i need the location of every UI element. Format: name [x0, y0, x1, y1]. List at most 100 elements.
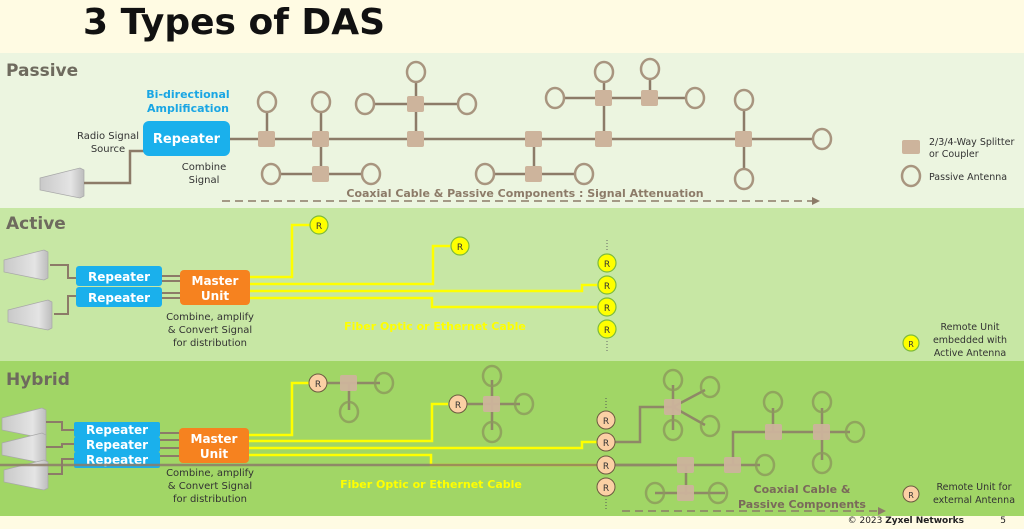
hybrid-splitters	[340, 375, 830, 501]
antenna-icon	[474, 162, 496, 186]
hybrid-repeater-3: Repeater	[86, 453, 148, 467]
copyright-prefix: © 2023	[847, 516, 886, 526]
hybrid-cable-label: Fiber Optic or Ethernet Cable	[340, 478, 522, 491]
active-antenna-2-icon	[7, 299, 53, 331]
passive-antennas	[256, 57, 833, 191]
antenna-icon	[456, 92, 478, 116]
legend-splitter-icon	[902, 140, 920, 154]
diagram-text: R	[455, 401, 461, 411]
passive-section-label: Passive	[6, 61, 79, 81]
antenna-icon	[513, 392, 535, 416]
combine-label-2: Signal	[189, 175, 220, 186]
cable-line	[46, 443, 76, 448]
cable-line	[46, 421, 76, 431]
diagram-text: R	[603, 484, 609, 494]
node-box	[677, 485, 694, 501]
active-cable-label: Fiber Optic or Ethernet Cable	[344, 320, 526, 333]
active-antenna-1-icon	[3, 249, 49, 281]
active-remote-units: R R R R R R	[309, 215, 617, 339]
cable-line	[50, 264, 78, 279]
antenna-icon	[338, 400, 360, 424]
hybrid-master-line-1: Master	[191, 432, 238, 446]
legend-splitter-label-2: or Coupler	[929, 149, 979, 160]
node-box	[664, 399, 681, 415]
hybrid-coax-label-1: Coaxial Cable &	[754, 483, 851, 496]
active-diagram: Repeater Repeater Master Unit Combine, a…	[3, 215, 1007, 359]
node-box	[76, 287, 162, 307]
antenna-icon	[544, 86, 566, 110]
antenna-icon	[639, 57, 661, 81]
active-desc-3: for distribution	[173, 338, 247, 349]
hybrid-desc-3: for distribution	[173, 494, 247, 505]
hybrid-fiber-lines	[249, 381, 597, 467]
node-box	[483, 396, 500, 412]
antenna-icon	[684, 86, 706, 110]
antenna-icon	[707, 481, 729, 505]
hybrid-desc-2: & Convert Signal	[168, 481, 252, 492]
hybrid-diagram: Repeater Repeater Repeater Master Unit C…	[0, 364, 1015, 515]
node-box	[180, 270, 250, 305]
passive-repeater-box	[143, 121, 230, 156]
antenna-icon	[405, 60, 427, 84]
remote-unit-icon	[596, 410, 616, 430]
node-box	[407, 131, 424, 147]
hybrid-repeater-2: Repeater	[86, 438, 148, 452]
active-section-label: Active	[6, 214, 66, 234]
node-box	[407, 96, 424, 112]
source-label-2: Source	[91, 144, 125, 155]
node-box	[677, 457, 694, 473]
antenna-icon	[762, 390, 784, 414]
diagram-text: R	[604, 304, 610, 314]
antenna-icon	[373, 371, 395, 395]
cable-line	[731, 430, 822, 465]
remote-unit-icon	[596, 477, 616, 497]
hybrid-repeater-1: Repeater	[86, 423, 148, 437]
active-repeater-1: Repeater	[88, 270, 150, 284]
legend-hybrid-line-2: external Antenna	[933, 495, 1015, 506]
source-antenna-icon	[39, 167, 85, 199]
cable-line	[249, 453, 597, 467]
hybrid-antennas	[338, 364, 866, 505]
cable-line	[249, 440, 597, 450]
antenna-icon	[260, 162, 282, 186]
antenna-icon	[573, 162, 595, 186]
antenna-icon	[644, 481, 666, 505]
arrowhead	[812, 197, 820, 205]
node-box	[525, 131, 542, 147]
cable-line	[84, 149, 145, 185]
antenna-icon	[360, 162, 382, 186]
active-section	[0, 208, 1024, 361]
cable-line	[249, 381, 309, 437]
cable-line	[249, 402, 448, 443]
combine-label-1: Combine	[182, 162, 226, 173]
cable-line	[54, 295, 78, 315]
amp-label-2: Amplification	[147, 102, 229, 115]
diagram-text: R	[457, 243, 463, 253]
page-title: 3 Types of DAS	[83, 2, 386, 43]
antenna-icon	[699, 414, 721, 438]
antenna-icon	[811, 127, 833, 151]
active-repeater-2: Repeater	[88, 291, 150, 305]
node-box	[312, 166, 329, 182]
antenna-icon	[733, 88, 755, 112]
antenna-icon	[754, 453, 776, 477]
hybrid-section-label: Hybrid	[6, 370, 70, 390]
antenna-icon	[844, 420, 866, 444]
node-box	[179, 428, 249, 463]
hybrid-desc-1: Combine, amplify	[166, 468, 254, 479]
diagram-text: R	[908, 491, 914, 500]
active-master-line-1: Master	[192, 274, 239, 288]
cable-line	[250, 223, 310, 279]
antenna-icon	[733, 167, 755, 191]
active-fiber-lines	[250, 223, 597, 309]
antenna-icon	[811, 390, 833, 414]
antenna-icon	[256, 90, 278, 114]
diagram-text: R	[603, 462, 609, 472]
remote-unit-icon	[596, 432, 616, 452]
node-box	[595, 90, 612, 106]
antenna-icon	[310, 90, 332, 114]
node-box	[74, 437, 160, 452]
amp-label-1: Bi-directional	[146, 88, 229, 101]
remote-unit-icon	[596, 455, 616, 475]
page-number: 5	[1000, 516, 1006, 526]
